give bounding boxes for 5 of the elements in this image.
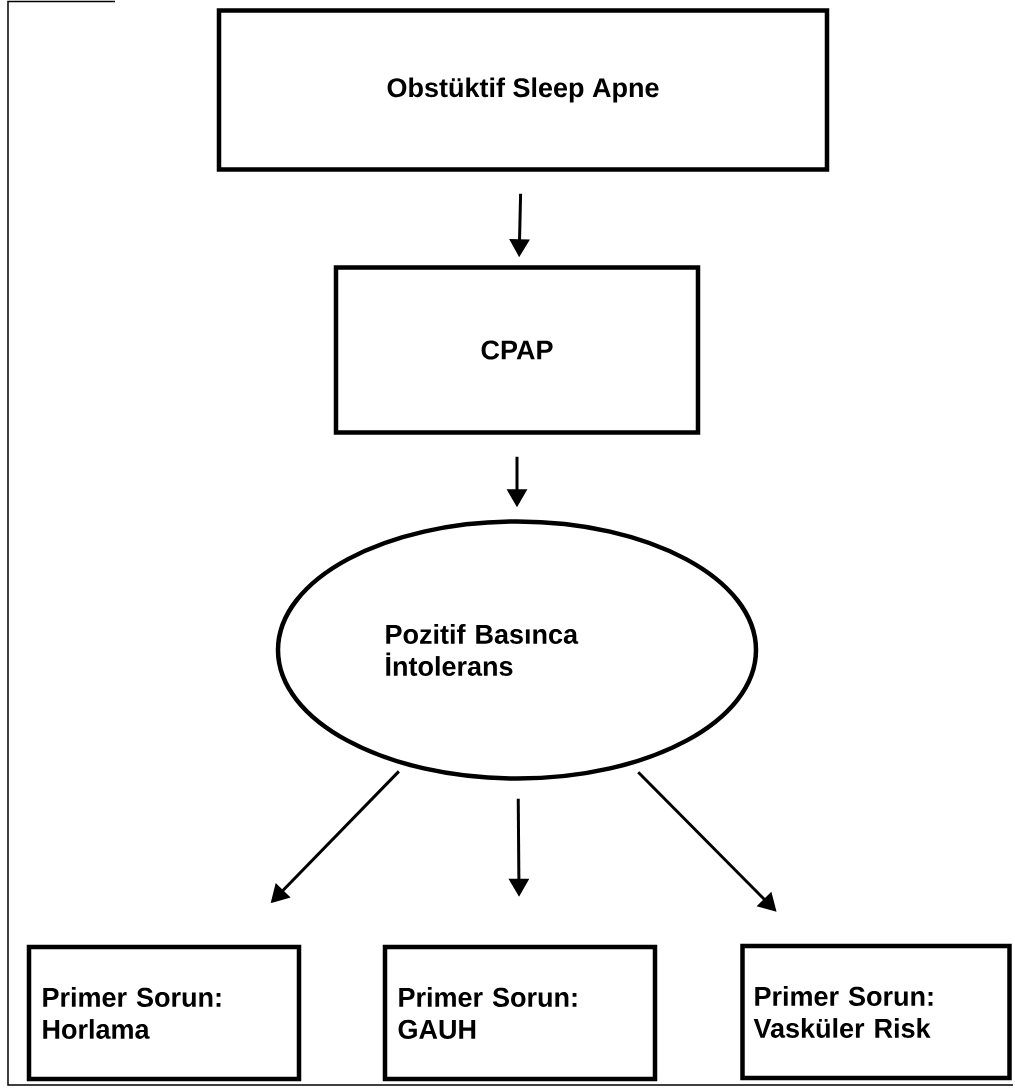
process-box: Obstüktif Sleep Apne [216,8,830,172]
process-box: Primer Sorun: Vasküler Risk [740,943,1012,1081]
process-box: Primer Sorun: GAUH [382,944,658,1082]
process-box: CPAP [333,265,701,435]
process-box: Primer Sorun: Horlama [26,944,302,1082]
